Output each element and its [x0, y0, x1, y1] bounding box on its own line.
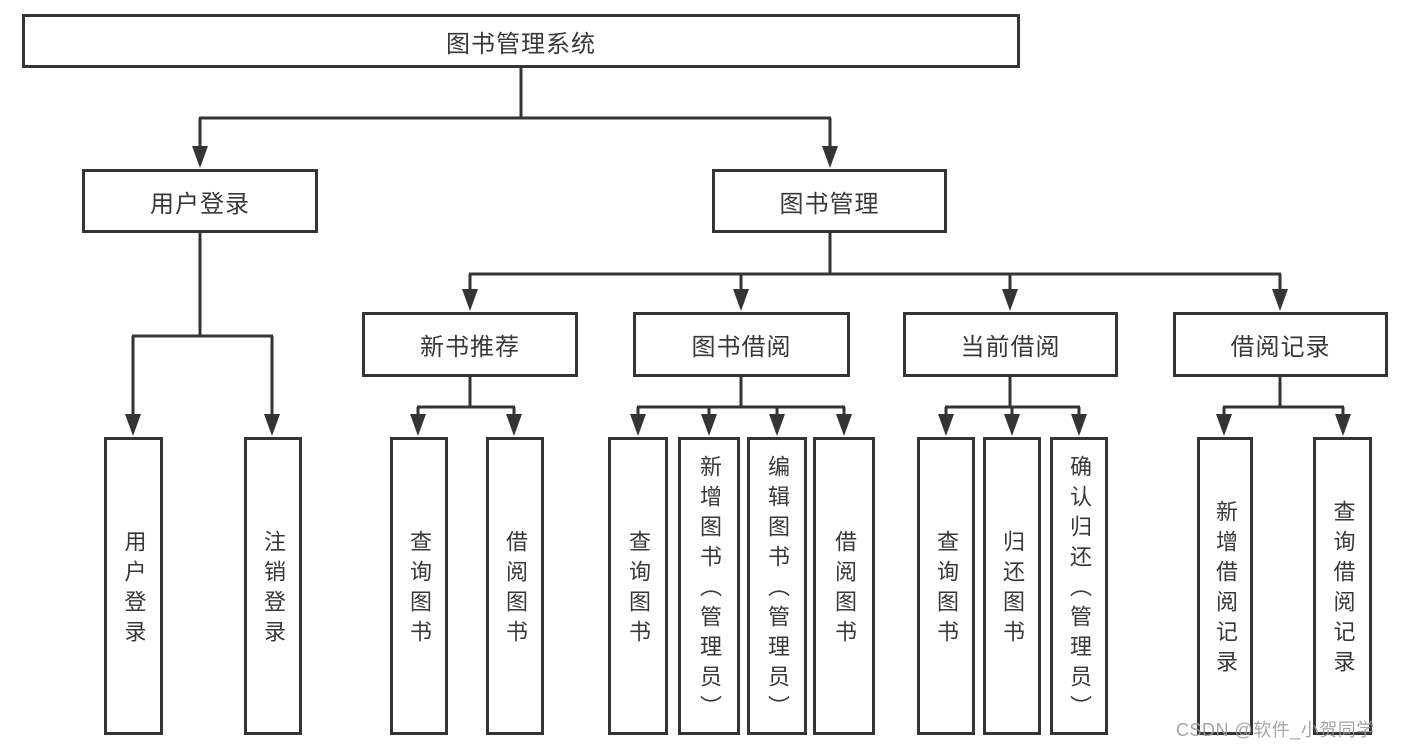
arrow-down-icon: [410, 414, 426, 436]
arrow-down-icon: [630, 414, 646, 436]
leaf-return-books: 归还图书: [983, 437, 1041, 735]
leaf-query-borrow-record: 查询借阅记录: [1313, 437, 1372, 735]
arrowheads: [125, 146, 1351, 436]
arrow-down-icon: [1002, 289, 1018, 311]
leaf-edit-books-admin: 编辑图书（管理员）: [747, 437, 807, 735]
leaf-logout: 注销登录: [244, 437, 302, 735]
leaf-borrow-books-newbook: 借阅图书: [486, 437, 544, 735]
arrow-down-icon: [506, 414, 522, 436]
node-user-login: 用户登录: [82, 169, 318, 233]
leaf-add-borrow-record: 新增借阅记录: [1197, 437, 1253, 735]
arrow-down-icon: [192, 146, 208, 168]
arrow-down-icon: [836, 414, 852, 436]
arrow-down-icon: [1335, 414, 1351, 436]
arrow-down-icon: [462, 289, 478, 311]
leaf-user-login: 用户登录: [104, 437, 163, 735]
leaf-query-books-borrow: 查询图书: [608, 437, 668, 735]
arrow-down-icon: [822, 146, 838, 168]
node-book-management: 图书管理: [712, 169, 947, 233]
leaf-add-books-admin: 新增图书（管理员）: [678, 437, 740, 735]
node-current-borrow: 当前借阅: [903, 312, 1118, 377]
arrow-down-icon: [733, 289, 749, 311]
arrow-down-icon: [125, 414, 141, 436]
arrow-down-icon: [1071, 414, 1087, 436]
leaf-query-books-newbook: 查询图书: [390, 437, 448, 735]
leaf-query-books-current: 查询图书: [917, 437, 975, 735]
arrow-down-icon: [1216, 414, 1232, 436]
node-new-book-recommend: 新书推荐: [362, 312, 578, 377]
tree-edges: [131, 68, 1345, 418]
node-borrow-records: 借阅记录: [1173, 312, 1388, 377]
arrow-down-icon: [264, 414, 280, 436]
csdn-watermark: CSDN @软件_小贺同学: [1176, 720, 1375, 740]
arrow-down-icon: [938, 414, 954, 436]
arrow-down-icon: [769, 414, 785, 436]
node-root-system: 图书管理系统: [22, 14, 1020, 68]
arrow-down-icon: [1004, 414, 1020, 436]
arrow-down-icon: [1272, 289, 1288, 311]
node-book-borrow: 图书借阅: [633, 312, 850, 377]
arrow-down-icon: [701, 414, 717, 436]
leaf-borrow-books: 借阅图书: [813, 437, 875, 735]
leaf-confirm-return-admin: 确认归还（管理员）: [1050, 437, 1108, 735]
